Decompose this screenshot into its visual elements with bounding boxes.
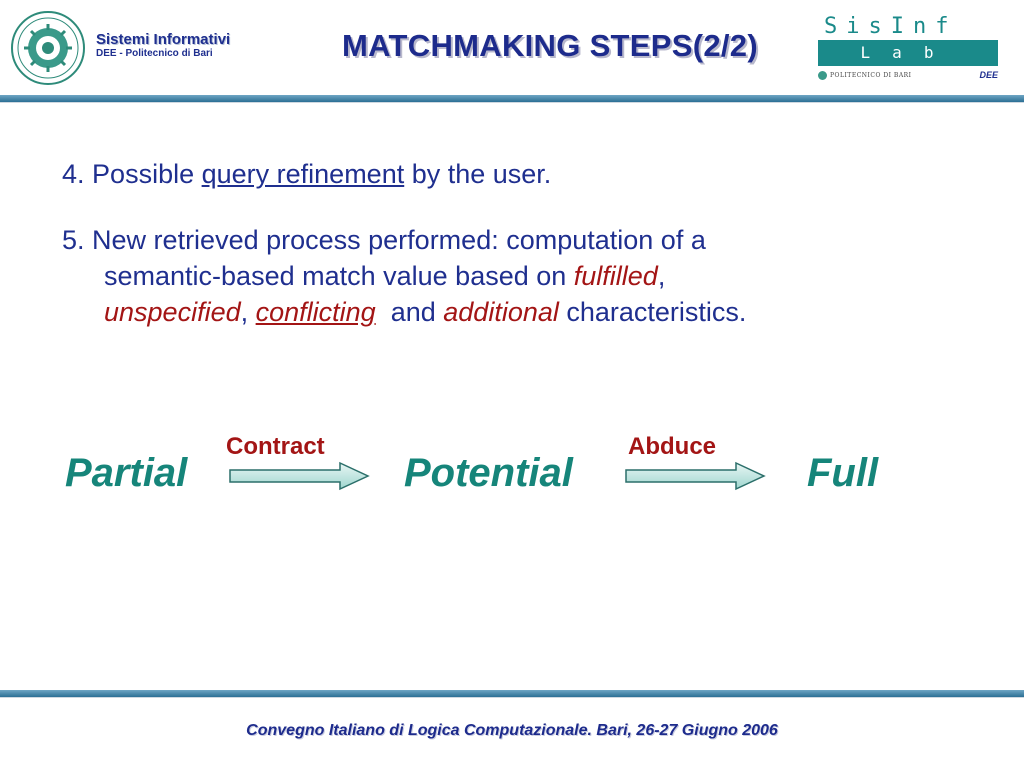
comma-1: , — [657, 261, 666, 291]
org-name: Sistemi Informativi — [96, 31, 231, 48]
logo-footer-left: POLITECNICO DI BARI — [818, 70, 912, 80]
arrow-right-icon — [229, 461, 370, 491]
item-4-pre: Possible — [92, 159, 202, 189]
term-unspecified: unspecified — [104, 297, 241, 327]
item-5-line1: 5. New retrieved process performed: comp… — [62, 222, 942, 258]
footer-divider — [0, 690, 1024, 698]
action-contract: Contract — [226, 433, 325, 460]
term-conflicting-link[interactable]: conflicting — [255, 297, 376, 327]
logo-line2: Lab — [818, 40, 998, 66]
header-divider — [0, 95, 1024, 103]
stage-full: Full — [807, 451, 879, 495]
action-abduce: Abduce — [628, 433, 717, 460]
logo-footer-dee: DEE — [979, 70, 998, 80]
stage-potential: Potential — [404, 451, 573, 495]
item-5-line2: semantic-based match value based on fulf… — [62, 258, 942, 294]
slide-title: MATCHMAKING STEPS(2/2) — [342, 28, 758, 63]
item-5-number: 5. — [62, 225, 85, 255]
item-5-line3: unspecified, conflicting and additional … — [62, 294, 942, 330]
stage-partial: Partial — [65, 451, 188, 495]
mini-seal-icon — [818, 70, 827, 80]
logo-line1: SisInf — [824, 14, 958, 39]
query-refinement-link[interactable]: query refinement — [201, 159, 405, 189]
org-subtitle: DEE - Politecnico di Bari — [96, 48, 213, 59]
arrow-right-icon — [625, 461, 766, 491]
comma-2: , — [240, 297, 256, 327]
item-5-line1-text: New retrieved process performed: computa… — [92, 225, 706, 255]
item-4: 4. Possible query refinement by the user… — [62, 156, 551, 192]
logo-footer: POLITECNICO DI BARI DEE — [818, 68, 998, 82]
term-fulfilled: fulfilled — [573, 261, 658, 291]
logo-footer-text: POLITECNICO DI BARI — [830, 71, 912, 79]
org-block: Sistemi Informativi DEE - Politecnico di… — [96, 32, 230, 60]
item-5-tail: characteristics. — [558, 297, 747, 327]
term-additional: additional — [443, 297, 559, 327]
item-4-number: 4. — [62, 159, 85, 189]
word-and: and — [375, 297, 444, 327]
item-5: 5. New retrieved process performed: comp… — [62, 222, 942, 330]
item-4-post: by the user. — [404, 159, 552, 189]
university-seal-icon — [11, 11, 85, 85]
footer-text: Convegno Italiano di Logica Computaziona… — [246, 722, 778, 739]
item-5-line2-pre: semantic-based match value based on — [104, 261, 574, 291]
sisinf-lab-logo: SisInf Lab POLITECNICO DI BARI DEE — [818, 14, 998, 84]
